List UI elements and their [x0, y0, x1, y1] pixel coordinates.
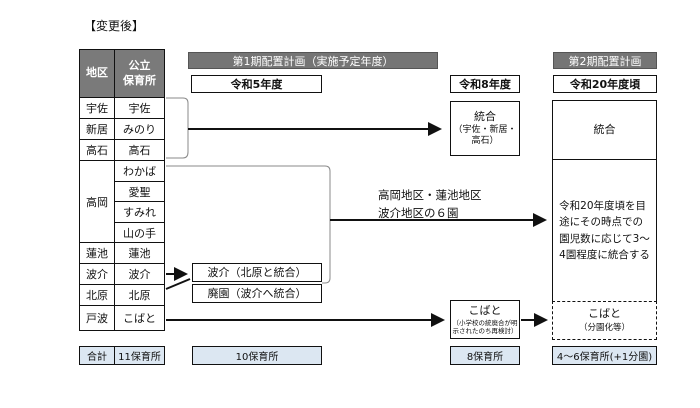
- r5-kitahara-text: 廃園（波介へ統合）: [207, 286, 307, 300]
- nursery-minori: みのり: [114, 118, 165, 140]
- r8-merge-title: 統合: [474, 109, 496, 123]
- nursery-takaishi: 高石: [114, 139, 165, 161]
- arrow-kitahara: [165, 278, 191, 290]
- district-hibara: 戸波: [79, 305, 115, 331]
- total-r5: 10保育所: [192, 346, 322, 365]
- r5-box-hake: 波介（北原と統合）: [192, 263, 322, 282]
- page-label: 【変更後】: [84, 19, 145, 33]
- table-header-nursery: 公立 保育所: [114, 49, 165, 98]
- nursery-table: 地区 公立 保育所 宇佐 宇佐 新居 みのり 高石 高石 高岡 わかば 愛聖 す…: [79, 49, 165, 341]
- r8-kobato-note: （小学校の統廃合が明 示されたのち再検討）: [452, 319, 518, 336]
- r20-box-merge: 統合: [552, 100, 657, 159]
- middle-text-line2: 波介地区の６園: [378, 205, 459, 220]
- r20-box-plan: 令和20年度頃を目 途にその時点での 園児数に応じて3～ 4園程度に統合する: [552, 159, 657, 301]
- column-header-r8: 令和8年度: [450, 75, 520, 93]
- column-header-r5: 令和5年度: [191, 75, 322, 93]
- nursery-hake: 波介: [114, 263, 165, 285]
- nursery-kobato: こばと: [114, 305, 165, 331]
- bracket-usa-group: [166, 97, 189, 159]
- nursery-wakaba: わかば: [114, 160, 165, 182]
- r8-merge-detail: （宇佐・新居・ 高石）: [453, 124, 517, 147]
- r8-kobato-title: こばと: [468, 304, 502, 318]
- total-label: 合計: [79, 346, 115, 365]
- r20-plan-text: 令和20年度頃を目 途にその時点での 園児数に応じて3～ 4園程度に統合する: [559, 199, 650, 261]
- total-r8: 8保育所: [450, 346, 520, 365]
- nursery-yamanote: 山の手: [114, 222, 165, 243]
- total-r20: 4～6保育所(+1分園): [552, 346, 657, 365]
- phase1-title: 第1期配置計画（実施予定年度）: [188, 52, 438, 69]
- phase2-title: 第2期配置計画: [553, 52, 657, 69]
- r20-box-kobato: こばと （分園化等）: [552, 301, 657, 340]
- nursery-sumire: すみれ: [114, 201, 165, 223]
- middle-text-line1: 高岡地区・蓮池地区: [378, 188, 482, 202]
- total-current: 11保育所: [114, 346, 165, 365]
- nursery-hasuike: 蓮池: [114, 242, 165, 264]
- r5-box-kitahara: 廃園（波介へ統合）: [192, 284, 322, 303]
- nursery-aisei: 愛聖: [114, 181, 165, 203]
- r20-kobato-title: こばと: [588, 307, 621, 321]
- r20-merge-text: 統合: [593, 123, 616, 137]
- column-header-r20: 令和20年度頃: [553, 75, 657, 93]
- r8-box-kobato: こばと （小学校の統廃合が明 示されたのち再検討）: [450, 300, 520, 339]
- r5-hake-text: 波介（北原と統合）: [207, 265, 307, 279]
- bracket-takaoka-group: [166, 165, 331, 284]
- middle-text: 高岡地区・蓮池地区 波介地区の６園: [378, 187, 482, 223]
- r20-kobato-note: （分園化等）: [578, 323, 630, 334]
- r8-box-merge: 統合 （宇佐・新居・ 高石）: [450, 101, 520, 156]
